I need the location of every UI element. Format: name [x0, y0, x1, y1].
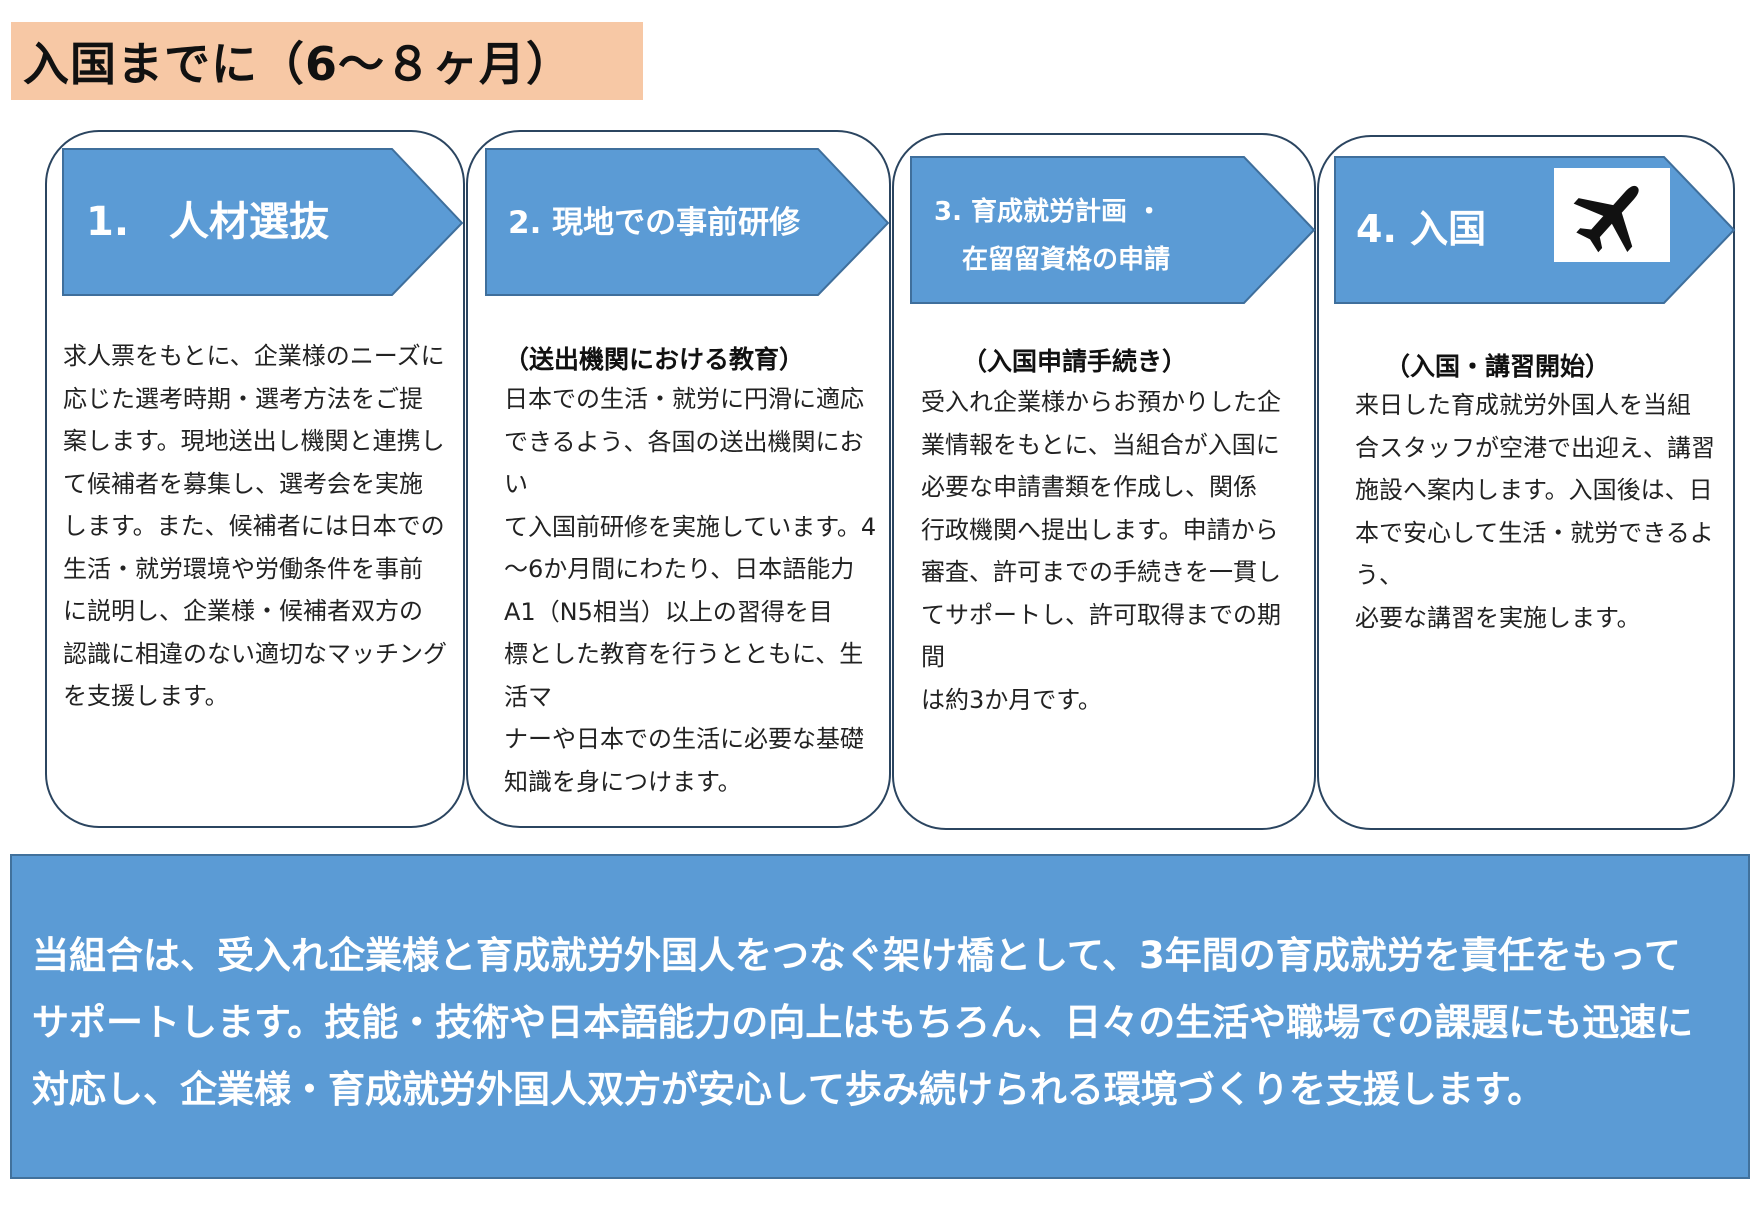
- step-3-line: 必要な申請書類を作成し、関係: [921, 473, 1257, 501]
- step-2-line: 知識を身につけます。: [504, 767, 742, 796]
- step-1-line: 生活・就労環境や労働条件を事前: [63, 554, 423, 583]
- step-1-body: 求人票をもとに、企業様のニーズに 応じた選考時期・選考方法をご提 案します。現地…: [63, 335, 453, 718]
- step-4-label: 4. 入国: [1356, 207, 1486, 253]
- step-2-line: ナーや日本での生活に必要な基礎: [504, 725, 864, 753]
- page-title: 入国までに（6～８ヶ月）: [23, 37, 574, 91]
- step-1-arrow: [62, 148, 464, 296]
- step-3-line: 業情報をもとに、当組合が入国に: [921, 430, 1280, 459]
- step-3-label-line: 在留留資格の申請: [962, 245, 1171, 275]
- step-3-line: 受入れ企業様からお預かりした企: [921, 388, 1281, 416]
- step-3-label: 3. 育成就労計画 ・ 在留留資格の申請: [934, 188, 1170, 284]
- step-2-line: 標とした教育を行うとともに、生活マ: [504, 640, 864, 711]
- step-2-subheading: （送出機関における教育）: [504, 345, 805, 374]
- step-4-line: 必要な講習を実施します。: [1355, 603, 1641, 632]
- step-3-body: 受入れ企業様からお預かりした企 業情報をもとに、当組合が入国に 必要な申請書類を…: [921, 381, 1301, 721]
- step-3-line: 行政機関へ提出します。申請から: [921, 515, 1279, 544]
- step-2-line: 日本での生活・就労に円滑に適応: [504, 385, 864, 413]
- section-title-band: 入国までに（6～８ヶ月）: [11, 22, 643, 100]
- step-1-line: 認識に相違のない適切なマッチング: [63, 639, 447, 668]
- step-1-line: に説明し、企業様・候補者双方の: [63, 597, 423, 625]
- step-4-line: 施設へ案内します。入国後は、日: [1355, 476, 1713, 504]
- step-3-subheading: （入国申請手続き）: [962, 347, 1188, 376]
- summary-line: サポートします。技能・技術や日本語能力の向上はもちろん、日々の生活や職場での課題…: [32, 1001, 1694, 1044]
- summary-line: 当組合は、受入れ企業様と育成就労外国人をつなぐ架け橋として、3年間の育成就労を責…: [32, 934, 1681, 977]
- step-1-line: 求人票をもとに、企業様のニーズに: [63, 342, 445, 370]
- summary-line: 対応し、企業様・育成就労外国人双方が安心して歩み続けられる環境づくりを支援します…: [32, 1068, 1545, 1111]
- step-3-label-line: 3. 育成就労計画 ・: [934, 197, 1163, 227]
- step-4-body: 来日した育成就労外国人を当組 合スタッフが空港で出迎え、講習 施設へ案内します。…: [1355, 384, 1730, 639]
- step-1-line: 案します。現地送出し機関と連携し: [63, 427, 445, 455]
- step-4-label-text: 4. 入国: [1356, 207, 1487, 251]
- step-2-line: できるよう、各国の送出機関におい: [504, 427, 864, 499]
- step-4-line: 本で安心して生活・就労できるよう、: [1355, 518, 1714, 590]
- step-3-line: てサポートし、許可取得までの期間: [921, 600, 1281, 672]
- step-2-line: A1（N5相当）以上の習得を目: [504, 597, 833, 626]
- summary-band: 当組合は、受入れ企業様と育成就労外国人をつなぐ架け橋として、3年間の育成就労を責…: [10, 854, 1750, 1179]
- step-3-line: 審査、許可までの手続きを一貫し: [921, 558, 1281, 586]
- step-1-line: 応じた選考時期・選考方法をご提: [63, 384, 423, 413]
- step-1-line: て候補者を募集し、選考会を実施: [63, 469, 423, 498]
- step-1-line: します。また、候補者には日本での: [63, 512, 445, 540]
- step-2-arrow: [485, 148, 890, 296]
- airplane-icon: [1573, 185, 1639, 253]
- step-4-line: 合スタッフが空港で出迎え、講習: [1355, 433, 1715, 462]
- step-1-line: を支援します。: [63, 682, 229, 710]
- step-2-body: 日本での生活・就労に円滑に適応 できるよう、各国の送出機関におい て入国前研修を…: [504, 378, 884, 803]
- step-2-label: 2. 現地での事前研修: [508, 205, 800, 242]
- step-2-line: て入国前研修を実施しています。4: [504, 512, 877, 541]
- step-1-label-text: 1. 人材選抜: [86, 199, 330, 245]
- step-1-label: 1. 人材選抜: [86, 198, 329, 246]
- summary-text: 当組合は、受入れ企業様と育成就労外国人をつなぐ架け橋として、3年間の育成就労を責…: [32, 922, 1732, 1123]
- airplane-icon-box: [1554, 168, 1670, 262]
- step-2-label-text: 2. 現地での事前研修: [508, 205, 801, 241]
- step-2-line: ～6か月間にわたり、日本語能力: [504, 555, 855, 583]
- step-4-subheading: （入国・講習開始）: [1385, 352, 1611, 381]
- step-3-arrow: [910, 156, 1316, 304]
- step-3-line: は約3か月です。: [921, 685, 1102, 714]
- step-4-line: 来日した育成就労外国人を当組: [1355, 391, 1691, 419]
